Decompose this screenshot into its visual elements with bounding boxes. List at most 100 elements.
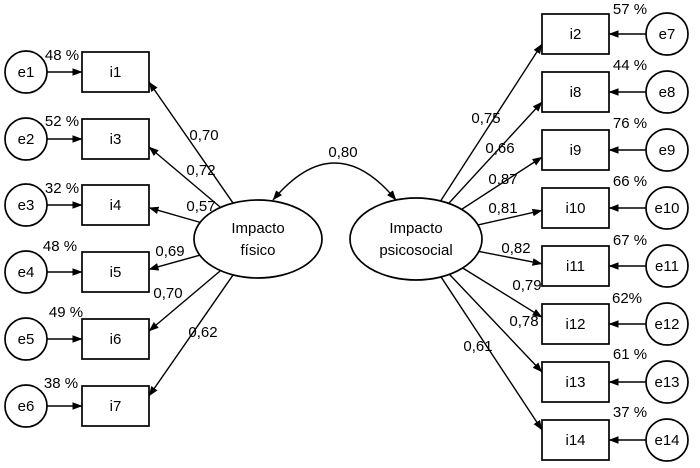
error-label-e6: e6 xyxy=(18,398,35,415)
variance-label-i13: 61 % xyxy=(613,346,647,363)
error-circle-e12 xyxy=(645,302,689,346)
indicator-label-i4: i4 xyxy=(110,197,122,214)
error-circle-e14 xyxy=(645,418,689,462)
indicator-box-i10 xyxy=(541,187,610,229)
loading-label-i9: 0,87 xyxy=(488,171,517,188)
loading-arrow-i12 xyxy=(462,267,543,318)
variance-label-i14: 37 % xyxy=(613,404,647,421)
error-label-e5: e5 xyxy=(18,331,35,348)
error-circle-e13 xyxy=(645,360,689,404)
covariance-arrow xyxy=(272,162,397,201)
error-circle-e1 xyxy=(4,50,48,94)
loading-arrow-i8 xyxy=(448,101,543,204)
factor-ellipse-impacto-psicosocial xyxy=(349,197,483,281)
variance-label-i1: 48 % xyxy=(45,47,79,64)
error-label-e8: e8 xyxy=(659,84,676,101)
loading-label-i11: 0,82 xyxy=(501,240,530,257)
loading-arrow-i6 xyxy=(148,270,221,332)
variance-label-i10: 66 % xyxy=(613,173,647,190)
error-label-e10: e10 xyxy=(654,200,679,217)
loading-arrow-i2 xyxy=(439,43,543,202)
loading-arrow-i9 xyxy=(461,156,543,210)
indicator-label-i3: i3 xyxy=(110,131,122,148)
error-label-e3: e3 xyxy=(18,197,35,214)
variance-label-i9: 76 % xyxy=(613,115,647,132)
factor-label-line1-impacto-fisico: Impacto xyxy=(231,220,284,237)
variance-label-i12: 62% xyxy=(612,290,642,307)
variance-label-i11: 67 % xyxy=(613,232,647,249)
variance-label-i8: 44 % xyxy=(613,57,647,74)
nodes-layer xyxy=(4,12,689,462)
indicator-box-i2 xyxy=(541,13,610,55)
loading-arrow-i5 xyxy=(148,254,200,271)
factor-label-line1-impacto-psicosocial: Impacto xyxy=(389,220,442,237)
covariance-label: 0,80 xyxy=(328,144,357,161)
loading-label-i5: 0,69 xyxy=(155,243,184,260)
edges-layer xyxy=(47,30,646,444)
indicator-label-i2: i2 xyxy=(570,26,582,43)
error-circle-e10 xyxy=(645,186,689,230)
loading-label-i12: 0,79 xyxy=(512,277,541,294)
loading-label-i13: 0,78 xyxy=(509,313,538,330)
indicator-box-i12 xyxy=(541,303,610,345)
error-label-e9: e9 xyxy=(659,142,676,159)
loading-arrow-i10 xyxy=(477,208,543,226)
indicator-label-i13: i13 xyxy=(565,374,585,391)
indicator-box-i11 xyxy=(541,245,610,287)
factor-label-line2-impacto-psicosocial: psicosocial xyxy=(379,242,452,259)
indicator-label-i8: i8 xyxy=(570,84,582,101)
indicator-box-i3 xyxy=(81,118,150,160)
error-label-e14: e14 xyxy=(654,432,679,449)
indicator-label-i14: i14 xyxy=(565,432,585,449)
error-circle-e8 xyxy=(645,70,689,114)
indicator-box-i5 xyxy=(81,251,150,293)
indicator-label-i1: i1 xyxy=(110,64,122,81)
error-circle-e6 xyxy=(4,384,48,428)
loading-arrow-i14 xyxy=(440,276,543,431)
error-circle-e9 xyxy=(645,128,689,172)
factor-label-line2-impacto-fisico: físico xyxy=(240,242,275,259)
loading-label-i6: 0,70 xyxy=(153,285,182,302)
factor-ellipse-impacto-fisico xyxy=(193,199,323,279)
error-label-e1: e1 xyxy=(18,64,35,81)
error-circle-e5 xyxy=(4,317,48,361)
loading-arrow-i13 xyxy=(448,273,543,373)
loading-label-i1: 0,70 xyxy=(189,127,218,144)
indicator-label-i9: i9 xyxy=(570,142,582,159)
loading-arrow-i7 xyxy=(148,274,234,397)
variance-label-i7: 38 % xyxy=(44,375,78,392)
indicator-box-i7 xyxy=(81,385,150,427)
error-label-e11: e11 xyxy=(655,258,679,275)
loading-label-i3: 0,72 xyxy=(186,162,215,179)
error-label-e13: e13 xyxy=(654,374,679,391)
error-circle-e2 xyxy=(4,117,48,161)
indicator-label-i5: i5 xyxy=(110,264,122,281)
indicator-box-i6 xyxy=(81,318,150,360)
loading-arrow-i3 xyxy=(148,146,221,208)
indicator-label-i7: i7 xyxy=(110,398,122,415)
error-circle-e4 xyxy=(4,250,48,294)
loading-label-i14: 0,61 xyxy=(463,338,492,355)
indicator-box-i8 xyxy=(541,71,610,113)
loading-label-i7: 0,62 xyxy=(188,324,217,341)
error-circle-e7 xyxy=(645,12,689,56)
error-circle-e3 xyxy=(4,183,48,227)
indicator-box-i13 xyxy=(541,361,610,403)
loading-label-i2: 0,75 xyxy=(471,110,500,127)
indicator-label-i11: i11 xyxy=(566,258,585,275)
indicator-label-i10: i10 xyxy=(565,200,585,217)
variance-label-i2: 57 % xyxy=(613,1,647,18)
error-label-e12: e12 xyxy=(654,316,679,333)
error-label-e2: e2 xyxy=(18,131,35,148)
error-label-e4: e4 xyxy=(18,264,35,281)
indicator-label-i12: i12 xyxy=(565,316,585,333)
error-label-e7: e7 xyxy=(659,26,676,43)
loading-label-i8: 0,66 xyxy=(485,140,514,157)
loading-label-i10: 0,81 xyxy=(488,200,517,217)
loading-arrow-i11 xyxy=(478,250,543,266)
indicator-box-i4 xyxy=(81,184,150,226)
variance-label-i3: 52 % xyxy=(45,113,79,130)
